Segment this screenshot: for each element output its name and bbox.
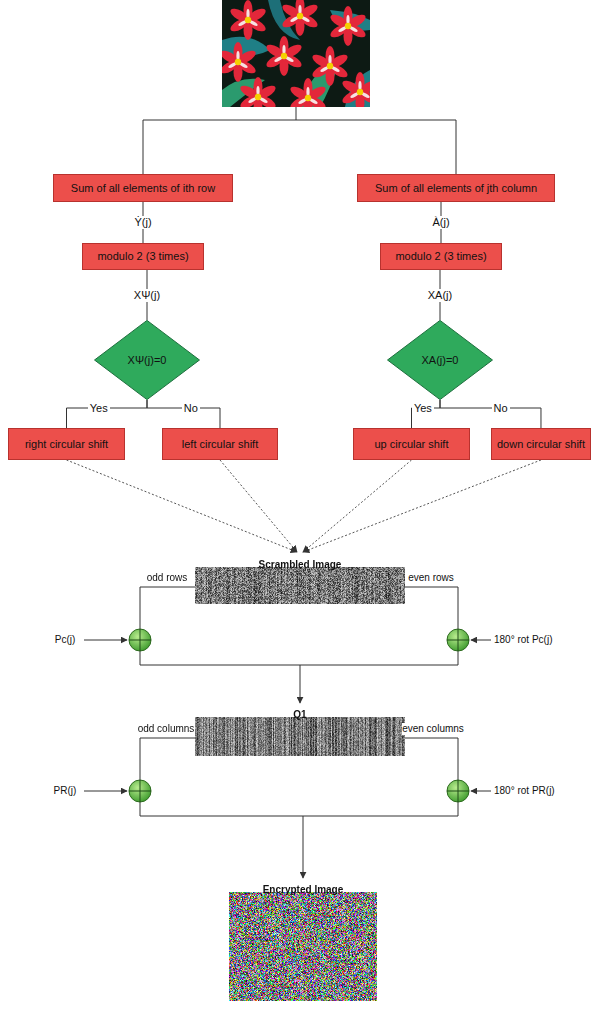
node-label: modulo 2 (3 times) <box>97 250 188 263</box>
annotation-label: even rows <box>408 572 454 584</box>
image-pixels <box>229 892 377 1001</box>
process-box: down circular shift <box>491 428 591 460</box>
annotation-label: PR(j) <box>54 785 77 797</box>
split-line <box>143 107 456 174</box>
annotation-label: odd columns <box>138 723 195 735</box>
key-arrow <box>471 791 491 792</box>
connector-line <box>147 400 220 428</box>
connector-line <box>67 460 298 552</box>
edge-label: À(j) <box>430 216 451 229</box>
annotation-label: 180° rot PR(j) <box>494 785 555 797</box>
key-arrow <box>84 640 127 641</box>
image-panel: Scrambled Image <box>195 554 405 604</box>
decision-diamond: XΨ(j)=0 <box>94 320 200 400</box>
node-label: modulo 2 (3 times) <box>395 250 486 263</box>
key-arrow <box>471 640 491 641</box>
image-title: Q1 <box>293 708 306 721</box>
process-box: right circular shift <box>8 428 125 460</box>
annotation-label: 180° rot Pc(j) <box>494 634 552 646</box>
decision-diamond: XA(j)=0 <box>387 320 493 400</box>
process-box: modulo 2 (3 times) <box>380 243 502 270</box>
process-box: Sum of all elements of jth column <box>357 174 555 202</box>
connector-line <box>67 400 148 428</box>
xor-symbol <box>129 780 151 802</box>
connector-line <box>303 460 541 552</box>
image-pixels <box>195 567 405 604</box>
node-label: up circular shift <box>375 438 449 451</box>
tulip-photo <box>222 0 370 107</box>
connector-line <box>220 460 297 552</box>
image-pixels <box>195 717 405 756</box>
connector-line <box>303 460 412 552</box>
diamond-outline <box>95 320 200 399</box>
image-title-band: Q1 <box>195 704 405 717</box>
node-label: XA(j)=0 <box>422 354 459 367</box>
annotation-label: even columns <box>402 723 464 735</box>
process-box: up circular shift <box>353 428 470 460</box>
node-label: XΨ(j)=0 <box>128 354 167 367</box>
edge-label: XΨ(j) <box>132 289 162 302</box>
key-arrow <box>84 791 127 792</box>
xor-symbol <box>447 629 469 651</box>
node-label: right circular shift <box>25 438 108 451</box>
edge-label: Ẏ(j) <box>132 216 153 229</box>
process-box: Sum of all elements of ith row <box>53 174 233 202</box>
xor-symbol <box>447 780 469 802</box>
node-label: Sum of all elements of jth column <box>375 182 537 195</box>
node-label: down circular shift <box>497 438 585 451</box>
node-label: Sum of all elements of ith row <box>71 182 215 195</box>
edge-label: Yes <box>88 402 110 415</box>
connector-line <box>440 400 541 428</box>
edge-label: XA(j) <box>426 289 454 302</box>
image-title: Encrypted Image <box>263 883 344 896</box>
xor-symbol <box>129 629 151 651</box>
process-box: left circular shift <box>162 428 278 460</box>
connector-line <box>140 587 458 703</box>
annotation-label: Pc(j) <box>55 634 76 646</box>
image-panel: Q1 <box>195 704 405 756</box>
annotation-label: odd rows <box>147 572 188 584</box>
image-title-band: Encrypted Image <box>229 879 377 892</box>
edge-label: No <box>182 402 200 415</box>
edge-label: No <box>492 402 510 415</box>
edge-label: Yes <box>412 402 434 415</box>
diamond-outline <box>388 320 493 399</box>
connector-line <box>412 400 441 428</box>
process-box: modulo 2 (3 times) <box>82 243 204 270</box>
node-label: left circular shift <box>182 438 258 451</box>
connector-line <box>140 738 458 878</box>
image-title-band: Scrambled Image <box>195 554 405 567</box>
image-panel: Encrypted Image <box>229 879 377 1001</box>
image-title: Scrambled Image <box>259 558 342 571</box>
